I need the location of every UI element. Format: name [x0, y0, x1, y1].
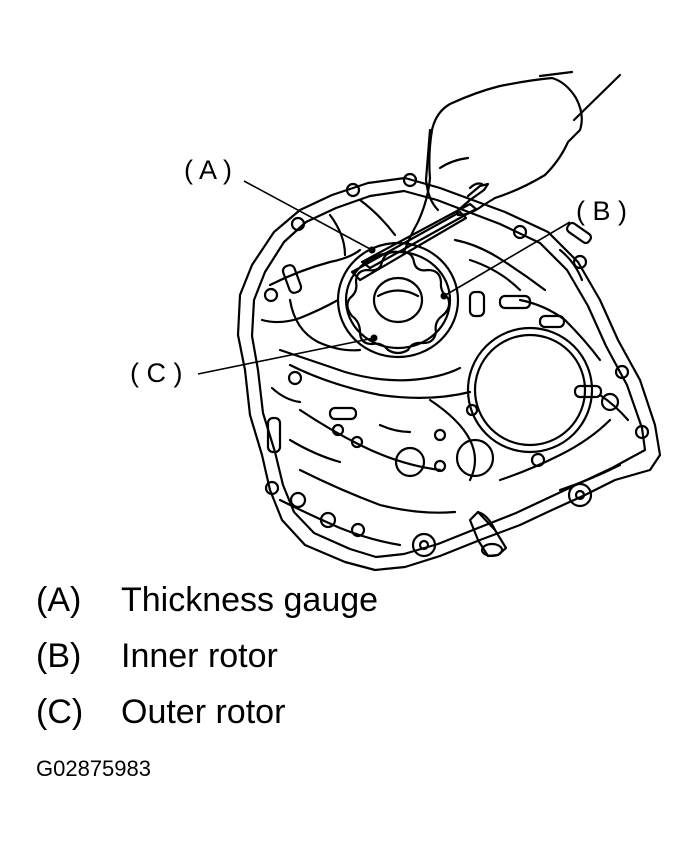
housing-outline [236, 176, 662, 572]
leader-line-a [243, 180, 373, 251]
oil-pump-illustration: ( A ) ( B ) ( C ) [130, 70, 662, 572]
legend-key: (B) [36, 637, 82, 675]
inner-rotor [346, 250, 451, 355]
hand [402, 76, 583, 254]
callout-b-label: ( B ) [576, 196, 627, 226]
figure-id: G02875983 [36, 756, 151, 781]
callout-c-label: ( C ) [130, 358, 182, 388]
legend-text: Inner rotor [121, 637, 278, 675]
leader-line-c [197, 337, 375, 375]
legend-key: (C) [36, 693, 84, 731]
legend-text: Thickness gauge [121, 581, 379, 619]
callout-a-label: ( A ) [184, 155, 232, 185]
legend-key: (A) [36, 581, 82, 619]
legend-text: Outer rotor [121, 693, 286, 731]
leader-line-b [443, 221, 571, 297]
thickness-gauge [350, 210, 468, 282]
